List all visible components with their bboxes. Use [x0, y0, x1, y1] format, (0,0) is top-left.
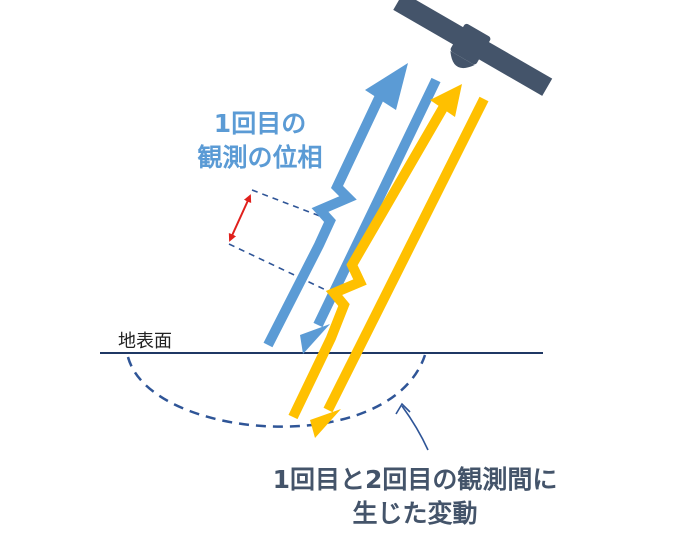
phase-guide-line-upper — [251, 189, 326, 219]
deformation-label: 1回目と2回目の観測間に 生じた変動 — [230, 463, 600, 531]
deformation-label-line1: 1回目と2回目の観測間に — [272, 465, 558, 494]
first-observation-outgoing-ray — [263, 63, 408, 348]
deformation-leader-arrow — [395, 402, 429, 451]
second-observation-return-ray — [310, 96, 489, 438]
first-phase-label-line2: 観測の位相 — [197, 143, 323, 172]
first-phase-label: 1回目の 観測の位相 — [160, 107, 360, 175]
first-observation-return-ray — [300, 77, 441, 354]
second-observation-outgoing-ray — [288, 84, 462, 420]
phase-guide-line-lower — [228, 243, 331, 293]
ground-surface-label: 地表面 — [118, 331, 172, 352]
deformation-curve — [126, 354, 427, 428]
phase-difference-arrow — [228, 194, 252, 242]
first-phase-label-line1: 1回目の — [213, 109, 307, 138]
satellite-icon — [393, 0, 553, 96]
deformation-label-line2: 生じた変動 — [352, 499, 478, 528]
